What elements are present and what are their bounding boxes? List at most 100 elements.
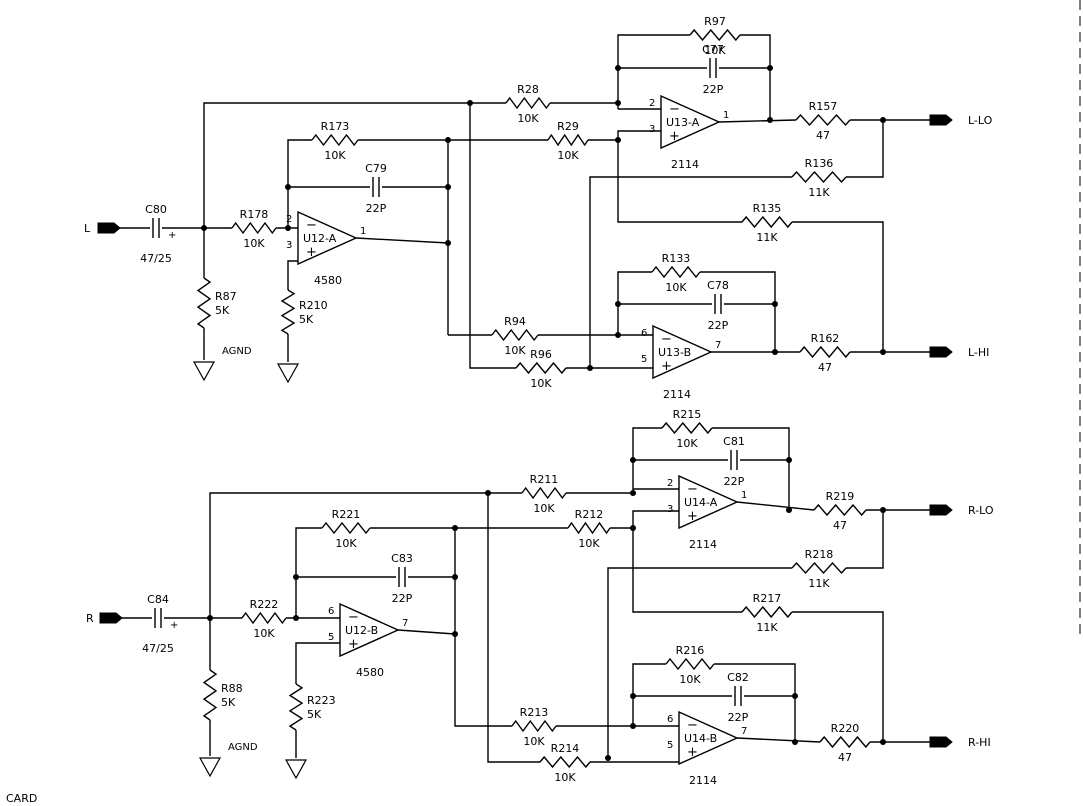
junction-dot <box>485 490 491 496</box>
junction-dot <box>772 301 778 307</box>
resistor-ref-r211: R211 <box>530 473 559 486</box>
junction-dot <box>630 525 636 531</box>
pin-number: 7 <box>715 340 721 351</box>
resistor-r178 <box>231 221 277 235</box>
junction-dot <box>767 117 773 123</box>
wire <box>617 140 742 223</box>
resistor-ref-r178: R178 <box>240 208 269 221</box>
junction-dot <box>207 615 213 621</box>
resistor-value-r133: 10K <box>665 281 687 294</box>
resistor-r219 <box>813 503 867 517</box>
polarity-plus: + <box>168 230 176 241</box>
opamp-minus-sign: − <box>687 718 698 733</box>
junction-dot <box>452 631 458 637</box>
opamp-part-u13a: 2114 <box>671 158 699 171</box>
resistor-r220 <box>819 735 871 749</box>
capacitor-ref-c78: C78 <box>707 279 729 292</box>
wire <box>295 642 340 684</box>
capacitor-ref-c82: C82 <box>727 671 749 684</box>
resistor-value-r87: 5K <box>215 304 230 317</box>
resistor-value-r157: 47 <box>816 129 830 142</box>
ground-symbol <box>276 363 300 384</box>
resistor-value-r211: 10K <box>533 502 555 515</box>
resistor-ref-r135: R135 <box>753 202 782 215</box>
junction-dot <box>605 755 611 761</box>
junction-dot <box>615 100 621 106</box>
junction-dot <box>630 457 636 463</box>
resistor-ref-r217: R217 <box>753 592 782 605</box>
resistor-r88 <box>202 669 218 721</box>
junction-dot <box>452 525 458 531</box>
junction-dot <box>452 574 458 580</box>
opamp-name-u12b: U12-B <box>345 624 378 637</box>
resistor-ref-r88: R88 <box>221 682 243 695</box>
resistor-value-r28: 10K <box>517 112 539 125</box>
opamp-minus-sign: − <box>669 102 680 117</box>
pin-number: 3 <box>649 124 655 135</box>
resistor-value-r213: 10K <box>523 735 545 748</box>
capacitor-c82 <box>734 686 742 706</box>
output-connector-icon <box>929 114 953 126</box>
resistor-ref-r133: R133 <box>662 252 691 265</box>
resistor-r28 <box>505 96 551 110</box>
wire <box>736 737 821 743</box>
opamp-name-u13a: U13-A <box>666 116 700 129</box>
opamp-plus-sign: + <box>348 637 359 652</box>
input-label-r: R <box>86 612 94 625</box>
resistor-r173 <box>311 133 359 147</box>
ground-label: AGND <box>228 742 258 753</box>
junction-dot <box>615 332 621 338</box>
resistor-value-r136: 11K <box>808 186 830 199</box>
resistor-value-r88: 5K <box>221 696 236 709</box>
capacitor-value-c77: 22P <box>703 83 724 96</box>
ground-symbol <box>284 759 308 780</box>
capacitor-ref-c81: C81 <box>723 435 745 448</box>
wire <box>295 527 322 618</box>
junction-dot <box>615 137 621 143</box>
resistor-r135 <box>741 215 793 229</box>
junction-dot <box>786 457 792 463</box>
opamp-minus-sign: − <box>661 332 672 347</box>
resistor-value-r214: 10K <box>554 771 576 784</box>
junction-dot <box>880 739 886 745</box>
resistor-ref-r214: R214 <box>551 742 580 755</box>
ground-symbol <box>192 361 216 382</box>
resistor-value-r210: 5K <box>299 313 314 326</box>
resistor-r29 <box>547 133 589 147</box>
junction-dot <box>445 184 451 190</box>
wire <box>846 510 884 569</box>
resistor-ref-r29: R29 <box>557 120 579 133</box>
wire <box>632 528 742 613</box>
opamp-plus-sign: + <box>306 245 317 260</box>
resistor-r216 <box>665 657 715 671</box>
capacitor-c78 <box>714 294 722 314</box>
output-label-l-hi: L-HI <box>968 346 989 359</box>
resistor-value-r222: 10K <box>253 627 275 640</box>
resistor-value-r216: 10K <box>679 673 701 686</box>
resistor-value-r221: 10K <box>335 537 357 550</box>
resistor-value-r217: 11K <box>756 621 778 634</box>
opamp-part-u12b: 4580 <box>356 666 384 679</box>
resistor-ref-r28: R28 <box>517 83 539 96</box>
output-label-r-lo: R-LO <box>968 504 994 517</box>
resistor-r221 <box>321 521 371 535</box>
pin-number: 3 <box>286 240 292 251</box>
junction-dot <box>630 693 636 699</box>
resistor-ref-r87: R87 <box>215 290 237 303</box>
junction-dot <box>445 137 451 143</box>
resistor-value-r212: 10K <box>578 537 600 550</box>
capacitor-ref-c83: C83 <box>391 552 413 565</box>
capacitor-value-c82: 22P <box>728 711 749 724</box>
opamp-part-u12a: 4580 <box>314 274 342 287</box>
resistor-ref-r216: R216 <box>676 644 705 657</box>
wire <box>550 68 619 104</box>
capacitor-ref-c80: C80 <box>145 203 167 216</box>
junction-dot <box>792 739 798 745</box>
input-connector-icon <box>97 222 121 234</box>
opamp-part-u14b: 2114 <box>689 774 717 787</box>
junction-dot <box>615 65 621 71</box>
wire <box>355 237 449 244</box>
pin-number: 5 <box>328 632 334 643</box>
wire <box>566 460 634 494</box>
resistor-r213 <box>511 719 557 733</box>
